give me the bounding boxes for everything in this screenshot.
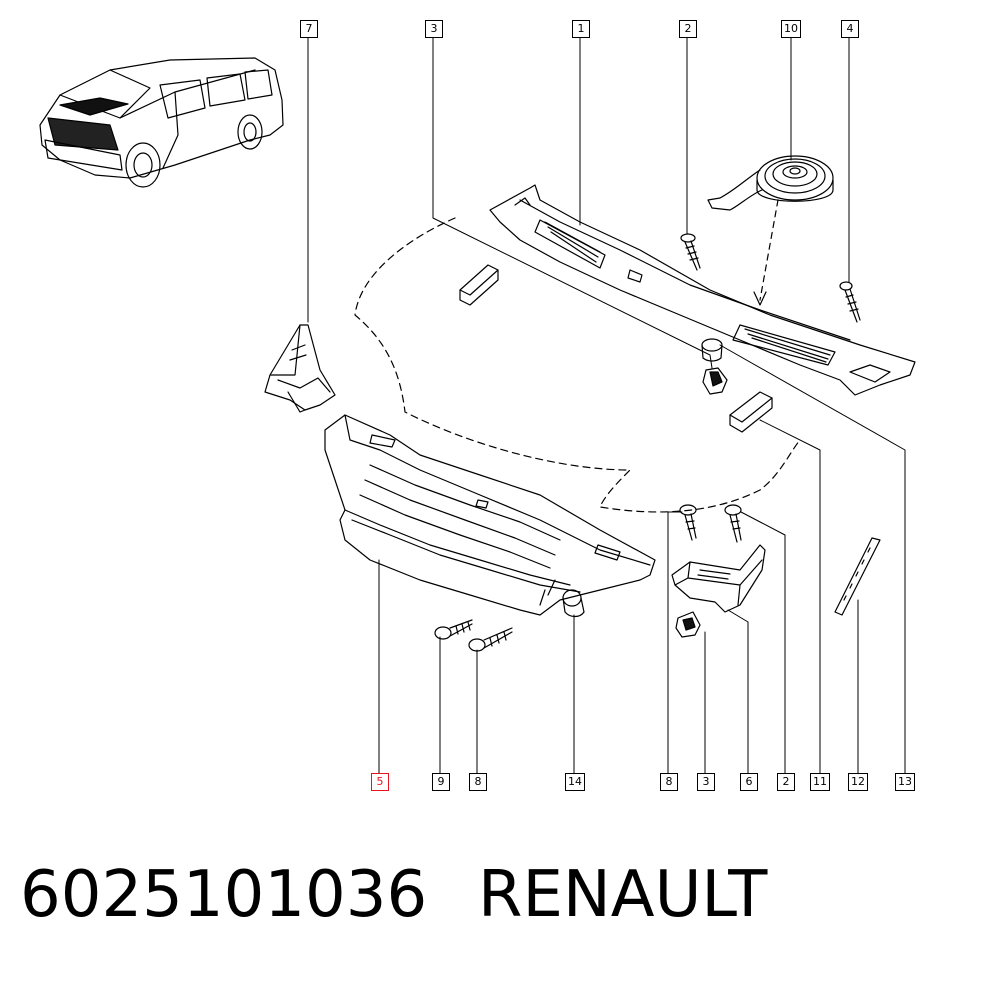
part-3-clip-top <box>701 338 728 395</box>
part-1-cowl-panel <box>489 184 916 396</box>
foam-pad-upper <box>459 264 499 306</box>
part-2-screw-top <box>680 233 701 271</box>
brand-name: RENAULT <box>478 858 768 932</box>
part-7-bracket <box>264 324 336 413</box>
callout-7: 7 <box>300 20 318 38</box>
callout-4: 4 <box>841 20 859 38</box>
callout-1: 1 <box>572 20 590 38</box>
callout-11: 11 <box>810 773 830 791</box>
part-6-bracket <box>671 544 766 613</box>
part-4-screw <box>839 281 861 323</box>
part-8-screw-a <box>468 627 513 652</box>
callout-2-top: 2 <box>679 20 697 38</box>
part-number: 6025101036 <box>20 858 428 932</box>
callout-9: 9 <box>432 773 450 791</box>
part-14-buffer <box>562 589 585 618</box>
part-10-seal-roll <box>707 155 834 306</box>
part-9-screw <box>434 619 473 640</box>
part-11-foam-pad <box>729 391 773 433</box>
part-5-front-panel <box>324 414 656 616</box>
callout-2-bottom: 2 <box>777 773 795 791</box>
callout-6: 6 <box>740 773 758 791</box>
callout-8-b: 8 <box>660 773 678 791</box>
callout-13: 13 <box>895 773 915 791</box>
callout-3-bottom: 3 <box>697 773 715 791</box>
part-2-screw-bottom <box>724 504 742 543</box>
leader-lines <box>307 36 906 774</box>
part-12-strip <box>834 537 881 616</box>
callout-3-top: 3 <box>425 20 443 38</box>
hood-outline-dashed <box>354 217 801 513</box>
callout-14: 14 <box>565 773 585 791</box>
callout-8-a: 8 <box>469 773 487 791</box>
vehicle-illustration <box>39 57 284 188</box>
callout-10: 10 <box>781 20 801 38</box>
callout-12: 12 <box>848 773 868 791</box>
callout-5-highlighted: 5 <box>371 773 389 791</box>
part-8-screw-b <box>679 504 697 541</box>
part-3-clip-bottom <box>675 611 701 638</box>
